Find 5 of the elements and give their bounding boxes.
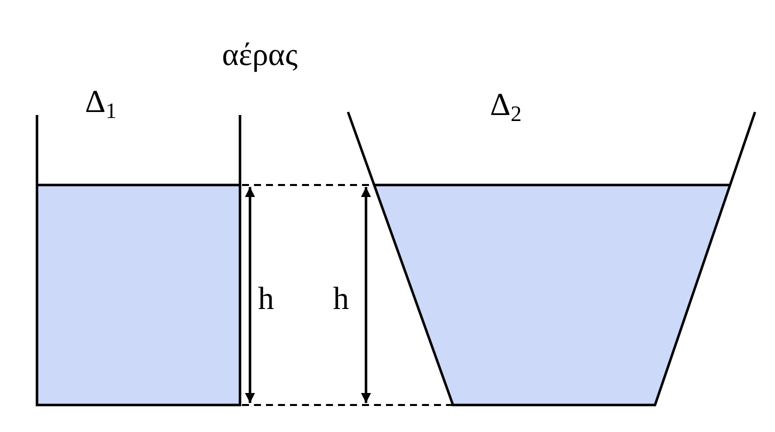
text-label: h <box>258 282 274 314</box>
text-label: Δ$_{2}$ <box>490 88 522 125</box>
text-label: h <box>333 282 349 314</box>
text-label: αέρας <box>222 38 298 70</box>
text-label: Δ$_{1}$ <box>85 85 117 122</box>
